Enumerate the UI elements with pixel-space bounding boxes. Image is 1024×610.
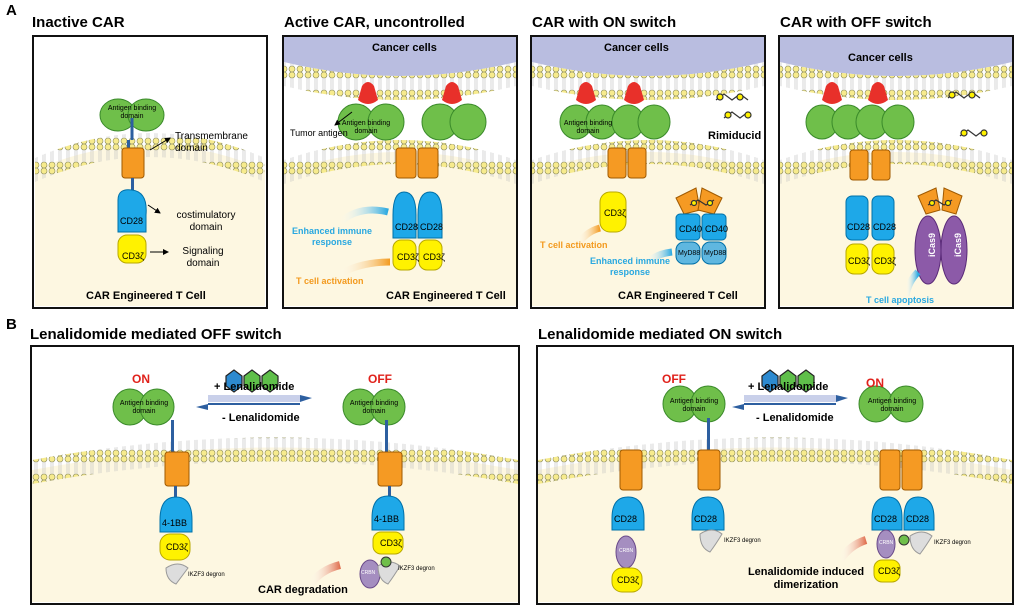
panel-active-graphics: [284, 36, 516, 306]
on-state-label-br: ON: [866, 376, 884, 390]
icas9-label-a: iCas9: [927, 232, 938, 258]
panel-lenalidomide-off-border: [30, 345, 520, 605]
antigen-binding-label-active: Antigen binding domain: [341, 120, 391, 135]
minus-lenalidomide-label: - Lenalidomide: [222, 412, 300, 424]
antigen-binding-label-br1: Antigen binding domain: [669, 398, 719, 413]
cancer-cells-label: Cancer cells: [372, 42, 437, 54]
panel-title-off: CAR with OFF switch: [780, 14, 932, 31]
cd28-label-off-b: CD28: [873, 222, 897, 232]
costimulatory-label: costimulatory domain: [176, 210, 236, 233]
minus-lenalidomide-label-br: - Lenalidomide: [756, 412, 834, 424]
cd28-label: CD28: [120, 216, 144, 226]
cd3z-label-on: CD3ζ: [604, 208, 626, 218]
panel-lenalidomide-on-border: [536, 345, 1014, 605]
panel-title-active: Active CAR, uncontrolled: [284, 14, 465, 31]
cd28-label-a: CD28: [395, 222, 419, 232]
panel-on-border: [530, 35, 766, 309]
transmembrane-label: Transmembrane domain: [175, 131, 248, 154]
car-degradation-label: CAR degradation: [258, 584, 348, 596]
cd3z-label-br1: CD3ζ: [617, 575, 639, 585]
bottom-left-graphics: [32, 369, 518, 602]
lenalidomide-on-title: Lenalidomide mediated ON switch: [538, 326, 783, 343]
ikzf3-degron-label-br1: IKZF3 degron: [724, 538, 761, 544]
cd28-label-off-a: CD28: [847, 222, 871, 232]
t-cell-apoptosis-label: T cell apoptosis: [866, 295, 935, 305]
panel-off-border: [778, 35, 1014, 309]
cd40-label-a: CD40: [679, 224, 703, 234]
cd3z-label-off-b: CD3ζ: [874, 256, 896, 266]
cd3z-label-off-a: CD3ζ: [848, 256, 870, 266]
cd3z-label-bl1: CD3ζ: [166, 542, 188, 552]
lenalidomide-off-title: Lenalidomide mediated OFF switch: [30, 326, 282, 343]
icas9-label-b: iCas9: [953, 232, 964, 258]
ikzf3-degron-label-br2: IKZF3 degron: [934, 540, 971, 546]
rimiducid-label: Rimiducid: [708, 130, 762, 142]
cd3z-label-br2: CD3ζ: [878, 566, 900, 576]
t-cell-activation-label: T cell activation: [296, 276, 364, 286]
cd28-label-br-d: CD28: [906, 514, 930, 524]
ikzf3-degron-label-2: IKZF3 degron: [398, 566, 435, 572]
section-b-label: B: [6, 316, 17, 333]
enhanced-response-label: Enhanced immune response: [291, 226, 372, 247]
myd88-label-b: MyD88: [704, 250, 727, 257]
cd28-label-br-c: CD28: [874, 514, 898, 524]
crbn-label-bl: CRBN: [361, 570, 376, 576]
dimerization-label: Lenalidomide induced dimerization: [747, 566, 865, 591]
enhanced-response-label-on: Enhanced immune response: [589, 256, 670, 277]
plus-lenalidomide-label-br: + Lenalidomide: [748, 381, 829, 393]
section-a-label: A: [6, 2, 17, 19]
panel-off-graphics: [780, 36, 1012, 306]
panel-on-graphics: [532, 36, 764, 306]
cancer-cells-label-on: Cancer cells: [604, 42, 669, 54]
panel-inactive-border: [32, 35, 268, 309]
cancer-cells-label-off: Cancer cells: [848, 52, 913, 64]
bottom-right-graphics: [538, 369, 1012, 602]
41bb-label-1: 4-1BB: [162, 518, 188, 528]
on-state-label: ON: [132, 372, 150, 386]
crbn-label-br2: CRBN: [879, 540, 894, 546]
antigen-binding-label: Antigen binding domain: [107, 105, 157, 120]
panel-title-on: CAR with ON switch: [532, 14, 677, 31]
panel-title-inactive: Inactive CAR: [32, 14, 125, 31]
cd28-label-br-a: CD28: [614, 514, 638, 524]
antigen-binding-label-bl1: Antigen binding domain: [119, 400, 169, 415]
panel-active-border: [282, 35, 518, 309]
cd3z-label: CD3ζ: [122, 251, 144, 261]
plus-lenalidomide-label: + Lenalidomide: [214, 381, 295, 393]
cd3z-label-a: CD3ζ: [397, 252, 419, 262]
panel-on-caption: CAR Engineered T Cell: [618, 290, 738, 302]
t-cell-activation-label-on: T cell activation: [540, 240, 608, 250]
cd28-label-b: CD28: [420, 222, 444, 232]
41bb-label-2: 4-1BB: [374, 514, 400, 524]
cd3z-label-b: CD3ζ: [423, 252, 445, 262]
tumor-antigen-label: Tumor antigen: [290, 128, 348, 138]
panel-inactive-caption: CAR Engineered T Cell: [86, 290, 206, 302]
myd88-label-a: MyD88: [678, 250, 701, 257]
crbn-label-br1: CRBN: [619, 548, 634, 554]
off-state-label-br: OFF: [662, 372, 686, 386]
off-state-label: OFF: [368, 372, 392, 386]
antigen-binding-label-on: Antigen binding domain: [563, 120, 613, 135]
panel-active-caption: CAR Engineered T Cell: [386, 290, 506, 302]
antigen-binding-label-bl2: Antigen binding domain: [349, 400, 399, 415]
antigen-binding-label-br2: Antigen binding domain: [867, 398, 917, 413]
ikzf3-degron-label-1: IKZF3 degron: [188, 572, 225, 578]
cd3z-label-bl2: CD3ζ: [380, 538, 402, 548]
panel-inactive-graphics: [33, 36, 267, 308]
signaling-label: Signaling domain: [182, 246, 224, 269]
cd40-label-b: CD40: [705, 224, 729, 234]
cd28-label-br-b: CD28: [694, 514, 718, 524]
